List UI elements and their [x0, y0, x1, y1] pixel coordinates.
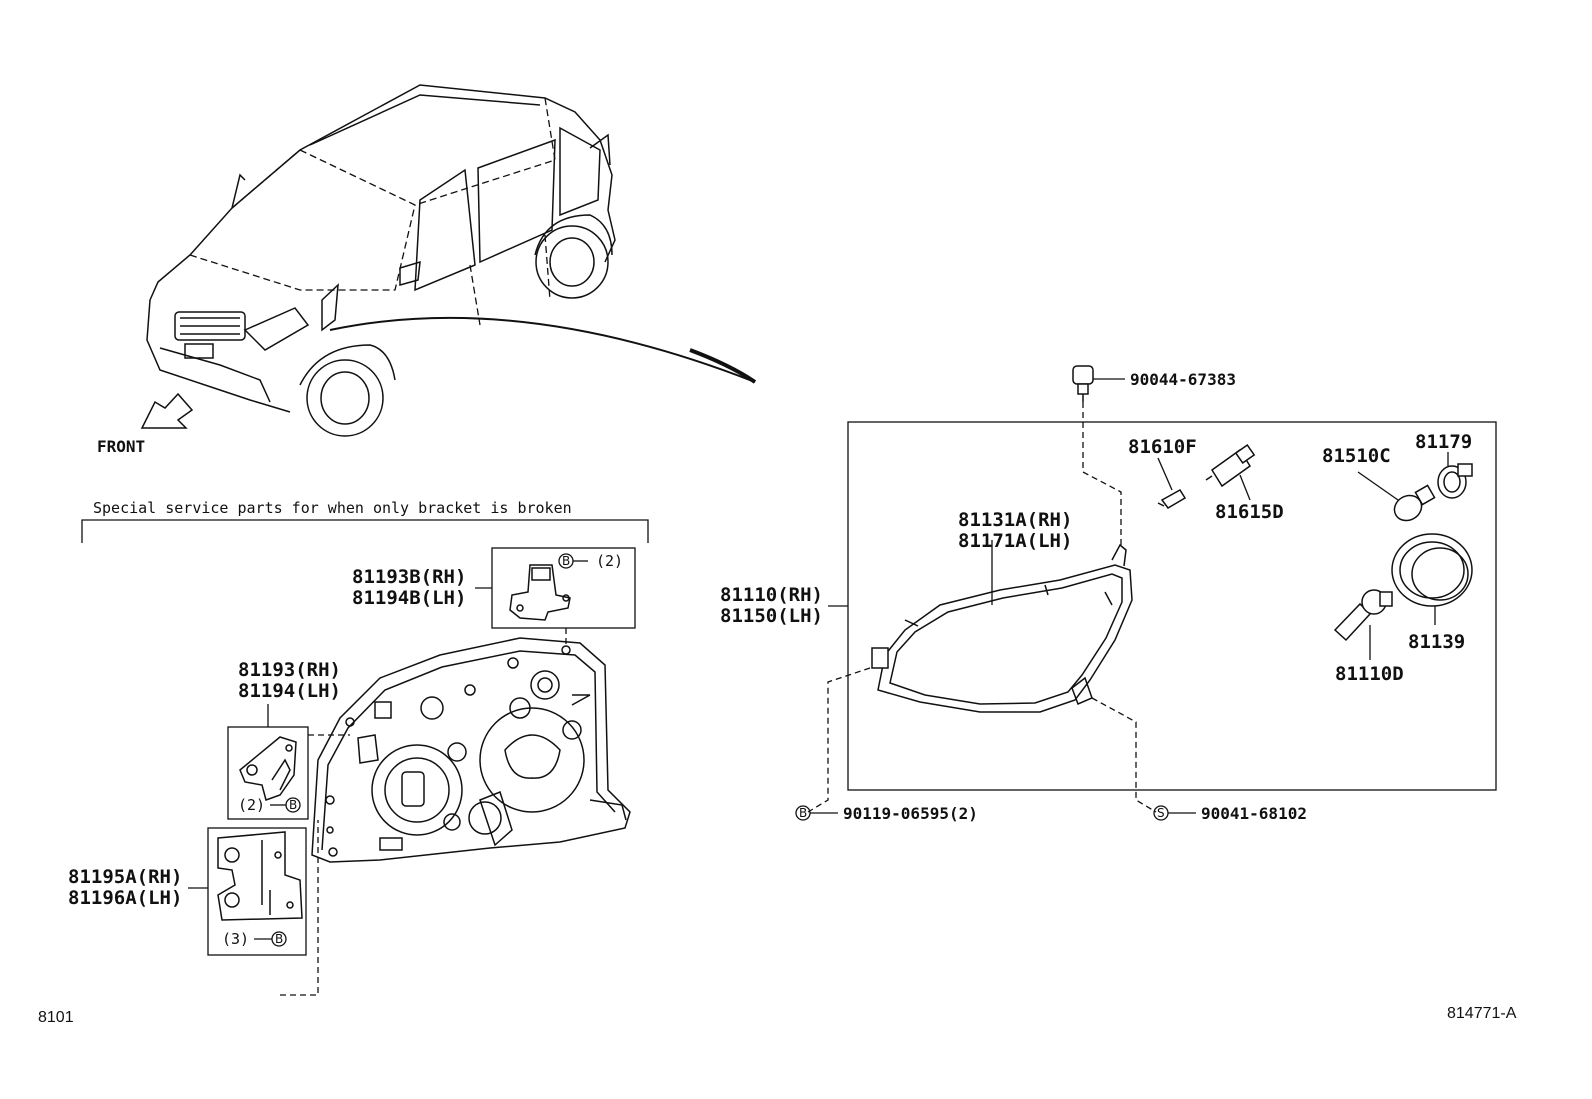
label-81193b-rh: 81193B(RH) — [352, 566, 466, 588]
page-code-left: 8101 — [38, 1009, 74, 1026]
note-bracket — [81, 519, 649, 543]
headlamp-housing-rear-view — [311, 637, 631, 863]
label-81194-lh: 81194(LH) — [238, 680, 341, 702]
circled-s-label: S — [1157, 806, 1165, 820]
label-81179: 81179 — [1415, 431, 1472, 453]
bracket-81195a — [217, 831, 303, 921]
bracket-81193b — [509, 564, 571, 621]
bulb-81110d — [1333, 589, 1393, 642]
bulb-81510c — [1393, 484, 1436, 522]
socket-81615d — [1205, 444, 1256, 488]
label-81171a-lh: 81171A(LH) — [958, 530, 1072, 552]
label-81510c: 81510C — [1322, 445, 1391, 467]
bulb-81610f — [1157, 488, 1187, 509]
circled-b-label: B — [289, 798, 297, 812]
headlamp-assembly-box — [847, 421, 1497, 791]
box-81193 — [227, 726, 309, 820]
label-90044: 90044-67383 — [1130, 370, 1236, 389]
label-81193-qty: (2) — [238, 796, 265, 814]
label-81131a-rh: 81131A(RH) — [958, 509, 1072, 531]
cap-81139 — [1391, 533, 1473, 607]
socket-81179 — [1437, 463, 1473, 499]
label-81615d: 81615D — [1215, 501, 1284, 523]
screw-90044 — [1072, 365, 1094, 402]
circled-b-label: B — [275, 932, 283, 946]
circled-b-label: B — [562, 554, 570, 568]
label-81610f: 81610F — [1128, 436, 1197, 458]
headlamp-unit — [871, 543, 1133, 713]
label-81193b-qty: (2) — [596, 552, 623, 570]
label-90119: 90119-06595(2) — [843, 804, 978, 823]
front-label: FRONT — [97, 437, 145, 456]
label-90041: 90041-68102 — [1201, 804, 1307, 823]
label-81150-lh: 81150(LH) — [720, 605, 823, 627]
label-81195a-qty: (3) — [222, 930, 249, 948]
label-81193-rh: 81193(RH) — [238, 659, 341, 681]
label-81194b-lh: 81194B(LH) — [352, 587, 466, 609]
label-81110-rh: 81110(RH) — [720, 584, 823, 606]
label-81139: 81139 — [1408, 631, 1465, 653]
circled-b-label: B — [799, 806, 807, 820]
bracket-81193 — [239, 736, 297, 801]
special-parts-note: Special service parts for when only brac… — [93, 499, 572, 517]
label-81196a-lh: 81196A(LH) — [68, 887, 182, 909]
label-81110d: 81110D — [1335, 663, 1404, 685]
vehicle-illustration — [140, 84, 757, 437]
box-81195a — [207, 827, 307, 956]
label-81195a-rh: 81195A(RH) — [68, 866, 182, 888]
page-code-right: 814771-A — [1447, 1005, 1517, 1022]
